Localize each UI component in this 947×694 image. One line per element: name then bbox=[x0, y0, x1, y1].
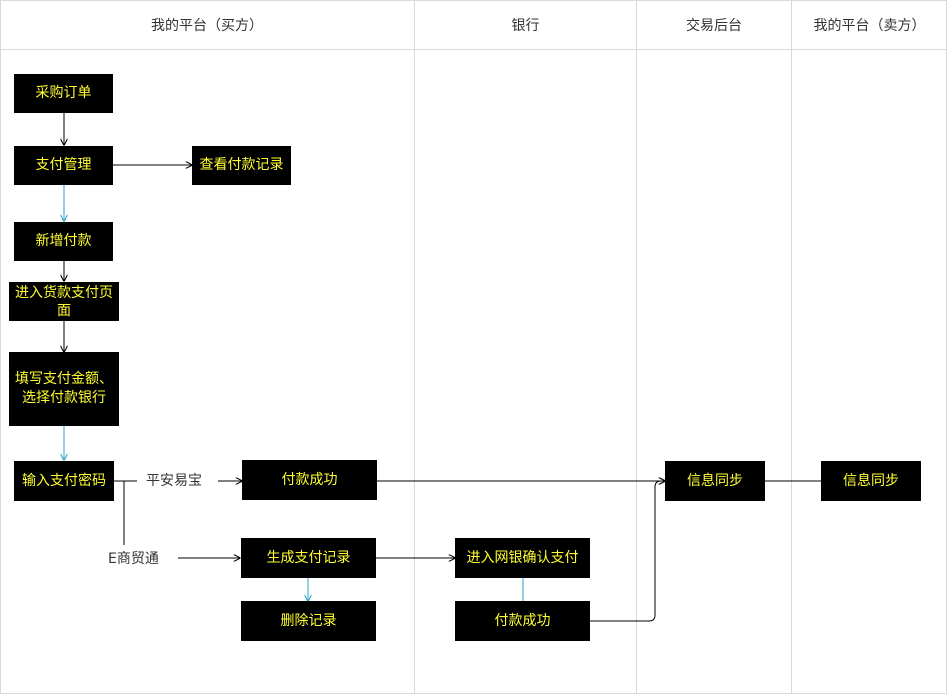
node-payment-success-bank[interactable]: 付款成功 bbox=[455, 601, 590, 641]
node-enter-goods-payment-page[interactable]: 进入货款支付页面 bbox=[9, 282, 119, 321]
lane-title-buyer-platform: 我的平台（买方） bbox=[151, 18, 263, 34]
line-password-to-eshang bbox=[114, 480, 125, 545]
node-add-payment[interactable]: 新增付款 bbox=[14, 222, 113, 261]
label-e-shang-maoyi-tong: E商贸通 bbox=[106, 550, 161, 568]
node-payment-success-pingan[interactable]: 付款成功 bbox=[242, 460, 377, 500]
node-generate-payment-record[interactable]: 生成支付记录 bbox=[241, 538, 376, 578]
node-payment-management[interactable]: 支付管理 bbox=[14, 146, 113, 185]
node-delete-record[interactable]: 删除记录 bbox=[241, 601, 376, 641]
label-pingan-yibao: 平安易宝 bbox=[144, 472, 204, 490]
node-enter-online-bank-confirm[interactable]: 进入网银确认支付 bbox=[455, 538, 590, 578]
connectors bbox=[64, 113, 821, 622]
arrow-bank-success-to-sync bbox=[590, 481, 665, 622]
node-info-sync-seller[interactable]: 信息同步 bbox=[821, 461, 921, 501]
node-purchase-order[interactable]: 采购订单 bbox=[14, 74, 113, 113]
node-view-payment-records[interactable]: 查看付款记录 bbox=[192, 146, 291, 185]
lane-title-seller-platform: 我的平台（卖方） bbox=[813, 18, 926, 34]
node-fill-amount-choose-bank[interactable]: 填写支付金额、选择付款银行 bbox=[9, 352, 119, 426]
lane-title-trade-backend: 交易后台 bbox=[686, 18, 742, 34]
node-enter-payment-password[interactable]: 输入支付密码 bbox=[14, 461, 114, 501]
node-info-sync-backend[interactable]: 信息同步 bbox=[665, 461, 765, 501]
lane-title-bank: 银行 bbox=[511, 18, 540, 34]
